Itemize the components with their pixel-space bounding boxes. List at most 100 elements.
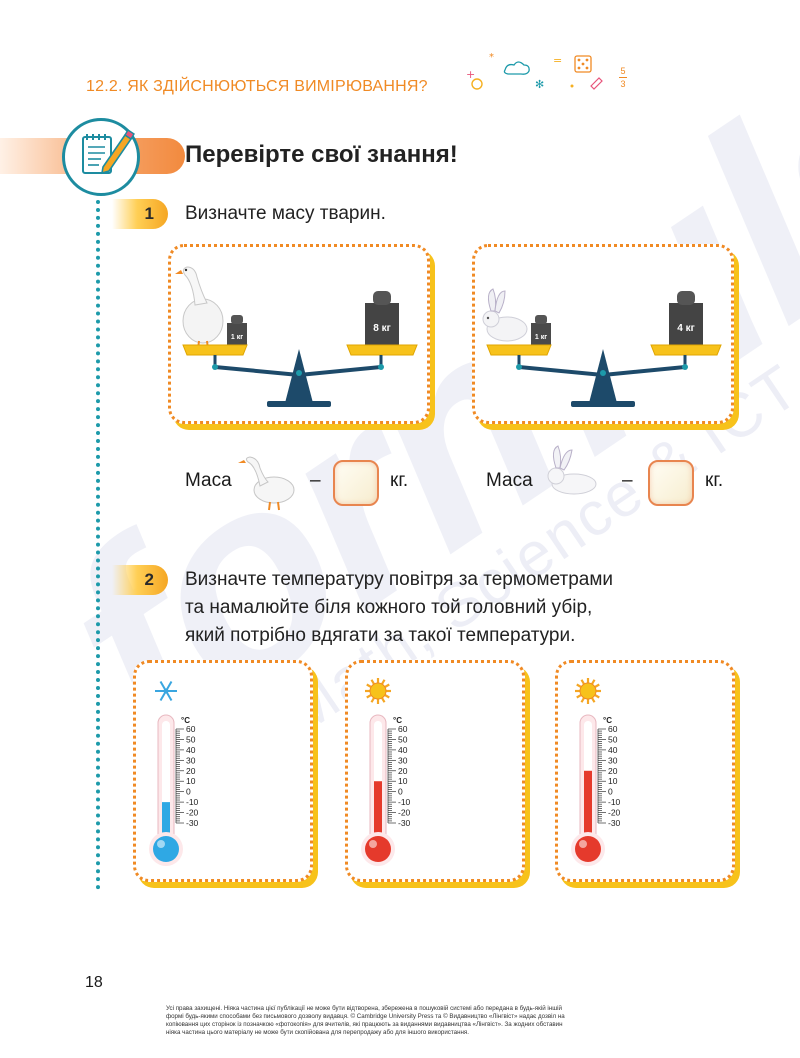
fraction-numerator: 5 xyxy=(620,66,626,76)
task2-text: Визначте температуру повітря за термомет… xyxy=(185,566,613,650)
thermometer-liquid xyxy=(162,802,170,843)
tick-label: -30 xyxy=(608,818,621,828)
tick-label: 60 xyxy=(186,724,196,734)
balance-scale-goose: 1 кг 8 кг xyxy=(175,266,418,407)
tick-label: 0 xyxy=(186,787,191,797)
unit-label: °C xyxy=(181,716,190,725)
mass-dash-goose: – xyxy=(310,470,321,491)
header-decoration: + * ✻ = xyxy=(466,52,603,91)
tick-label: 20 xyxy=(398,766,408,776)
sun-icon xyxy=(365,678,391,704)
tick-label: 30 xyxy=(398,755,408,765)
scale-card-rabbit: 1 кг 4 кг xyxy=(472,244,734,424)
rabbit-icon xyxy=(482,288,528,342)
weight-label-small: 1 кг xyxy=(231,334,243,341)
tick-label: 40 xyxy=(608,745,618,755)
tick-label: -30 xyxy=(186,818,199,828)
mass-dash-rabbit: – xyxy=(622,470,633,491)
balance-scale-rabbit: 1 кг 4 кг xyxy=(482,288,722,407)
goose-icon xyxy=(175,266,224,350)
tick-label: -20 xyxy=(608,808,621,818)
unit-label: °C xyxy=(393,716,402,725)
mass-unit-rabbit: кг. xyxy=(705,470,724,491)
weight-8kg-icon: 8 кг xyxy=(365,291,399,345)
thermometer-liquid xyxy=(374,781,382,843)
tick-label: 10 xyxy=(608,776,618,786)
tick-label: -10 xyxy=(186,797,199,807)
tick-label: -30 xyxy=(398,818,411,828)
tick-label: 30 xyxy=(608,755,618,765)
tick-label: -20 xyxy=(398,808,411,818)
tick-label: -20 xyxy=(186,808,199,818)
tick-label: 20 xyxy=(186,766,196,776)
page-heading: Перевірте свої знання! xyxy=(185,141,458,168)
weight-label-small: 1 кг xyxy=(535,334,547,341)
weight-4kg-icon: 4 кг xyxy=(669,291,703,345)
margin-dotted-line xyxy=(96,200,100,890)
tick-label: 0 xyxy=(608,787,613,797)
weight-1kg-icon: 1 кг xyxy=(531,315,551,345)
rabbit-small-icon xyxy=(547,445,597,495)
mass-unit-goose: кг. xyxy=(390,470,409,491)
equals-icon: = xyxy=(553,54,562,67)
weight-label-big: 8 кг xyxy=(373,323,391,334)
mass-label-goose: Маса xyxy=(185,470,232,491)
thermometer-bulb xyxy=(365,836,391,862)
asterisk-icon: ✻ xyxy=(535,78,544,91)
unit-label: °C xyxy=(603,716,612,725)
tick-label: 40 xyxy=(186,745,196,755)
tick-label: -10 xyxy=(398,797,411,807)
fraction-denominator: 3 xyxy=(620,79,626,89)
fraction-decoration: 5 3 xyxy=(619,66,627,89)
task2-line: який потрібно вдягати за такої температу… xyxy=(185,625,576,646)
thermometer-bulb xyxy=(575,836,601,862)
tick-label: 60 xyxy=(608,724,618,734)
tick-label: 10 xyxy=(186,776,196,786)
page-number: 18 xyxy=(85,974,103,991)
mass-label-rabbit: Маса xyxy=(486,470,533,491)
section-title: 12.2. ЯК ЗДІЙСНЮЮТЬСЯ ВИМІРЮВАННЯ? xyxy=(86,78,428,95)
sun-icon xyxy=(575,678,601,704)
tick-label: 0 xyxy=(398,787,403,797)
footer-line: копіювання цих сторінок із позначкою «фо… xyxy=(166,1021,563,1028)
snowflake-icon xyxy=(155,680,177,702)
notepad-pencil-icon xyxy=(82,129,135,175)
tick-label: 50 xyxy=(608,734,618,744)
dice-icon xyxy=(574,55,592,73)
thermometer-bulb xyxy=(153,836,179,862)
task-number-badge: 1 xyxy=(112,199,168,229)
weight-label-big: 4 кг xyxy=(677,323,695,334)
plus-icon: + xyxy=(466,68,475,81)
tick-label: 40 xyxy=(398,745,408,755)
tick-label: 30 xyxy=(186,755,196,765)
star-icon: * xyxy=(489,52,494,63)
footer-line: Усі права захищені. Ніяка частина цієї п… xyxy=(166,1005,562,1012)
tick-label: 50 xyxy=(186,734,196,744)
goose-small-icon xyxy=(238,456,295,511)
answer-box-rabbit[interactable] xyxy=(648,460,694,506)
bulb-icon xyxy=(471,78,483,90)
tick-label: 10 xyxy=(398,776,408,786)
cloud-icon xyxy=(503,61,530,75)
task1-text: Визначте масу тварин. xyxy=(185,203,386,224)
footer-line: ніяка частина цього матеріалу не може бу… xyxy=(166,1029,469,1036)
copyright-footer: Усі права захищені. Ніяка частина цієї п… xyxy=(166,1005,636,1037)
tick-label: 50 xyxy=(398,734,408,744)
weight-1kg-icon: 1 кг xyxy=(227,315,247,345)
thermometer-liquid xyxy=(584,770,592,843)
notepad-badge xyxy=(62,118,140,196)
pencil-icon xyxy=(590,77,603,90)
task2-line: Визначте температуру повітря за термомет… xyxy=(185,569,614,590)
task-number-badge: 2 xyxy=(112,565,168,595)
answer-box-goose[interactable] xyxy=(333,460,379,506)
tick-label: -10 xyxy=(608,797,621,807)
tick-label: 20 xyxy=(608,766,618,776)
scale-card-goose: 1 кг 8 кг xyxy=(168,244,430,424)
task2-line: та намалюйте біля кожного той головний у… xyxy=(185,597,593,618)
